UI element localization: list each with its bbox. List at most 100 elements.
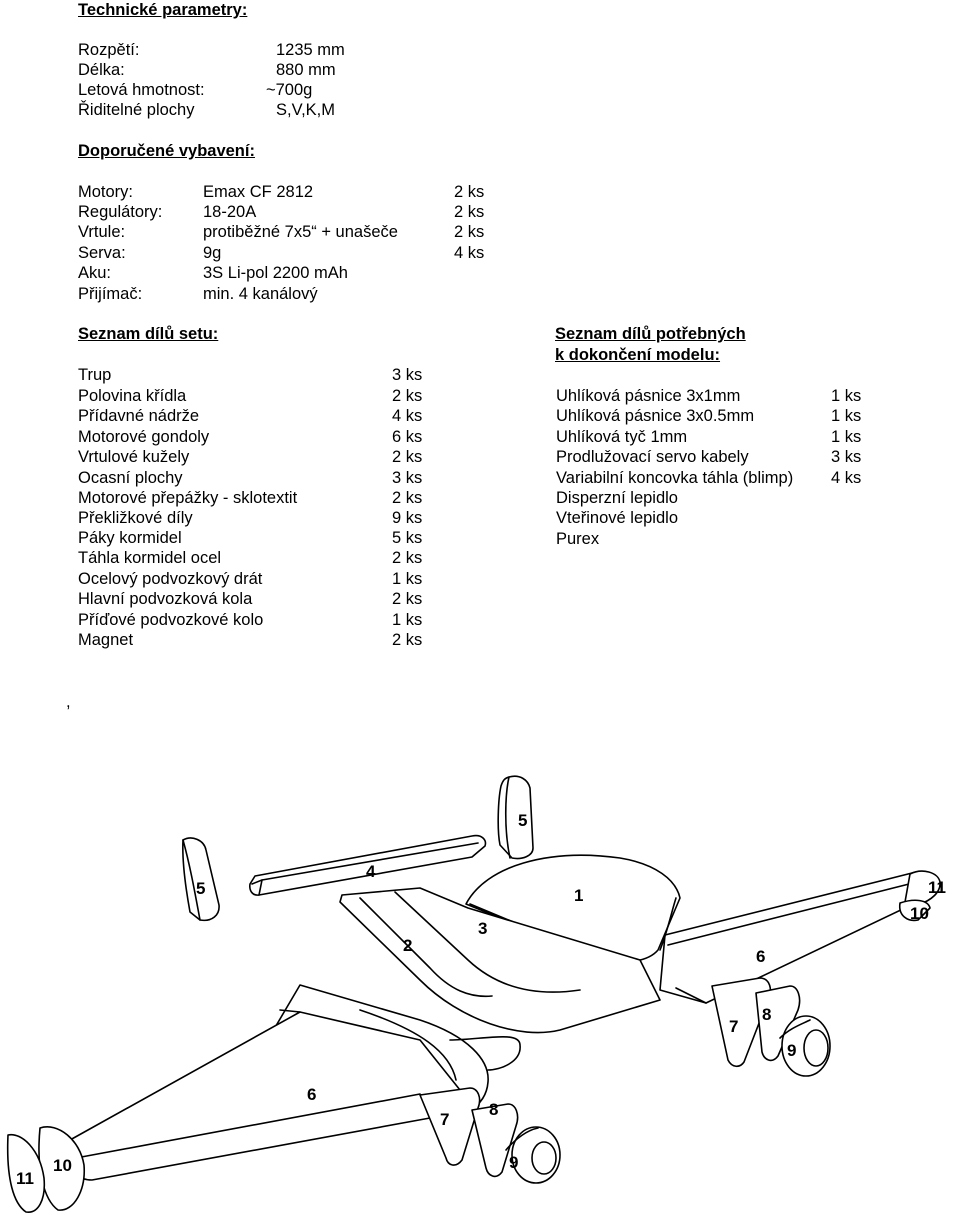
needed-part-name: Uhlíková pásnice 3x1mm bbox=[556, 387, 741, 405]
label-spinner-left: 9 bbox=[509, 1153, 518, 1172]
kit-part-name: Přídavné nádrže bbox=[78, 407, 200, 425]
kit-part-qty: 2 ks bbox=[392, 549, 423, 567]
label-nacelle-left-8: 8 bbox=[489, 1100, 498, 1119]
equipment-qty: 4 ks bbox=[454, 244, 485, 262]
needed-part-name: Disperzní lepidlo bbox=[556, 489, 678, 507]
equipment-label: Aku: bbox=[78, 264, 112, 282]
equipment-label: Regulátory: bbox=[78, 203, 163, 221]
equipment-label: Motory: bbox=[78, 183, 134, 201]
label-tip-right-10: 10 bbox=[910, 904, 929, 923]
needed-part-name: Variabilní koncovka táhla (blimp) bbox=[556, 469, 794, 487]
span-value: 1235 mm bbox=[276, 41, 345, 59]
kit-part-name: Ocasní plochy bbox=[78, 469, 183, 487]
kit-part-qty: 3 ks bbox=[392, 469, 423, 487]
kit-part-name: Ocelový podvozkový drát bbox=[78, 570, 263, 588]
equipment-item: 18-20A bbox=[203, 203, 257, 221]
kit-part-name: Polovina křídla bbox=[78, 387, 187, 405]
equipment-item: 3S Li-pol 2200 mAh bbox=[203, 264, 348, 282]
label-spinner-right: 9 bbox=[787, 1041, 796, 1060]
equipment-qty: 2 ks bbox=[454, 183, 485, 201]
tip-left-part bbox=[6, 1126, 85, 1213]
kit-part-name: Motorové přepážky - sklotextit bbox=[78, 489, 298, 507]
nacelle-left-parts bbox=[419, 1087, 561, 1184]
kit-part-qty: 3 ks bbox=[392, 366, 423, 384]
kit-part-qty: 2 ks bbox=[392, 590, 423, 608]
span-label: Rozpětí: bbox=[78, 41, 140, 59]
stray-comma: , bbox=[66, 693, 71, 711]
label-fuselage: 1 bbox=[574, 886, 583, 905]
technical-heading: Technické parametry: bbox=[78, 1, 248, 19]
tip-right-part bbox=[898, 870, 941, 922]
label-tip-left-11: 11 bbox=[16, 1169, 34, 1188]
needed-part-qty: 1 ks bbox=[831, 407, 862, 425]
fuselage-body-part bbox=[339, 887, 661, 1034]
equipment-label: Serva: bbox=[78, 244, 126, 262]
kit-part-name: Táhla kormidel ocel bbox=[78, 549, 222, 567]
label-tank-3: 3 bbox=[478, 919, 487, 938]
label-fin-left: 5 bbox=[196, 879, 205, 898]
kit-part-qty: 1 ks bbox=[392, 570, 423, 588]
nacelle-right-parts bbox=[711, 977, 831, 1077]
label-tank-2: 2 bbox=[403, 936, 412, 955]
label-nacelle-right-7: 7 bbox=[729, 1017, 738, 1036]
needed-part-name: Uhlíková pásnice 3x0.5mm bbox=[556, 407, 755, 425]
kit-part-qty: 2 ks bbox=[392, 387, 423, 405]
needed-part-qty: 1 ks bbox=[831, 428, 862, 446]
needed-part-qty: 3 ks bbox=[831, 448, 862, 466]
wing-right-part bbox=[659, 871, 938, 1004]
equipment-item: Emax CF 2812 bbox=[203, 183, 314, 201]
label-tip-left-10: 10 bbox=[53, 1156, 72, 1175]
kit-part-name: Trup bbox=[78, 366, 112, 384]
needed-part-name: Vteřinové lepidlo bbox=[556, 509, 678, 527]
elevator-part bbox=[249, 834, 487, 896]
equipment-heading: Doporučené vybavení: bbox=[78, 142, 255, 160]
equipment-qty: 2 ks bbox=[454, 223, 485, 241]
needed-part-name: Uhlíková tyč 1mm bbox=[556, 428, 688, 446]
kit-part-name: Motorové gondoly bbox=[78, 428, 210, 446]
kit-part-name: Páky kormidel bbox=[78, 529, 182, 547]
equipment-item: protiběžné 7x5“ + unašeče bbox=[203, 223, 398, 241]
equipment-qty: 2 ks bbox=[454, 203, 485, 221]
label-nacelle-left-7: 7 bbox=[440, 1110, 449, 1129]
controls-label: Řiditelné plochy bbox=[78, 101, 195, 119]
kit-part-qty: 2 ks bbox=[392, 448, 423, 466]
needed-parts-heading-line1: Seznam dílů potřebných bbox=[555, 325, 746, 343]
label-wing-right: 6 bbox=[756, 947, 765, 966]
kit-part-qty: 5 ks bbox=[392, 529, 423, 547]
needed-parts-heading-line2: k dokončení modelu: bbox=[555, 346, 721, 364]
label-fin-right: 5 bbox=[518, 811, 527, 830]
equipment-item: min. 4 kanálový bbox=[203, 285, 318, 303]
length-value: 880 mm bbox=[276, 61, 336, 79]
fin-left-part bbox=[182, 837, 220, 922]
kit-part-name: Překližkové díly bbox=[78, 509, 193, 527]
label-tip-right-11: 11 bbox=[928, 878, 946, 897]
length-label: Délka: bbox=[78, 61, 125, 79]
kit-part-qty: 1 ks bbox=[392, 611, 423, 629]
kit-part-qty: 4 ks bbox=[392, 407, 423, 425]
weight-label: Letová hmotnost: bbox=[78, 81, 205, 99]
kit-parts-heading: Seznam dílů setu: bbox=[78, 325, 219, 343]
kit-part-qty: 6 ks bbox=[392, 428, 423, 446]
equipment-item: 9g bbox=[203, 244, 222, 262]
kit-part-name: Vrtulové kužely bbox=[78, 448, 190, 466]
needed-part-name: Purex bbox=[556, 530, 600, 548]
weight-value: ~700g bbox=[266, 81, 313, 99]
kit-part-name: Hlavní podvozková kola bbox=[78, 590, 253, 608]
kit-part-qty: 9 ks bbox=[392, 509, 423, 527]
wing-left-part bbox=[65, 1009, 461, 1181]
needed-part-qty: 4 ks bbox=[831, 469, 862, 487]
label-wing-left: 6 bbox=[307, 1085, 316, 1104]
fin-right-part bbox=[497, 775, 534, 860]
label-elevator: 4 bbox=[366, 862, 376, 881]
kit-part-name: Magnet bbox=[78, 631, 134, 649]
label-nacelle-right-8: 8 bbox=[762, 1005, 771, 1024]
needed-part-name: Prodlužovací servo kabely bbox=[556, 448, 749, 466]
kit-part-qty: 2 ks bbox=[392, 631, 423, 649]
controls-value: S,V,K,M bbox=[276, 101, 335, 119]
kit-part-name: Příďové podvozkové kolo bbox=[78, 611, 264, 629]
needed-part-qty: 1 ks bbox=[831, 387, 862, 405]
equipment-label: Přijímač: bbox=[78, 285, 143, 303]
equipment-label: Vrtule: bbox=[78, 223, 126, 241]
kit-part-qty: 2 ks bbox=[392, 489, 423, 507]
